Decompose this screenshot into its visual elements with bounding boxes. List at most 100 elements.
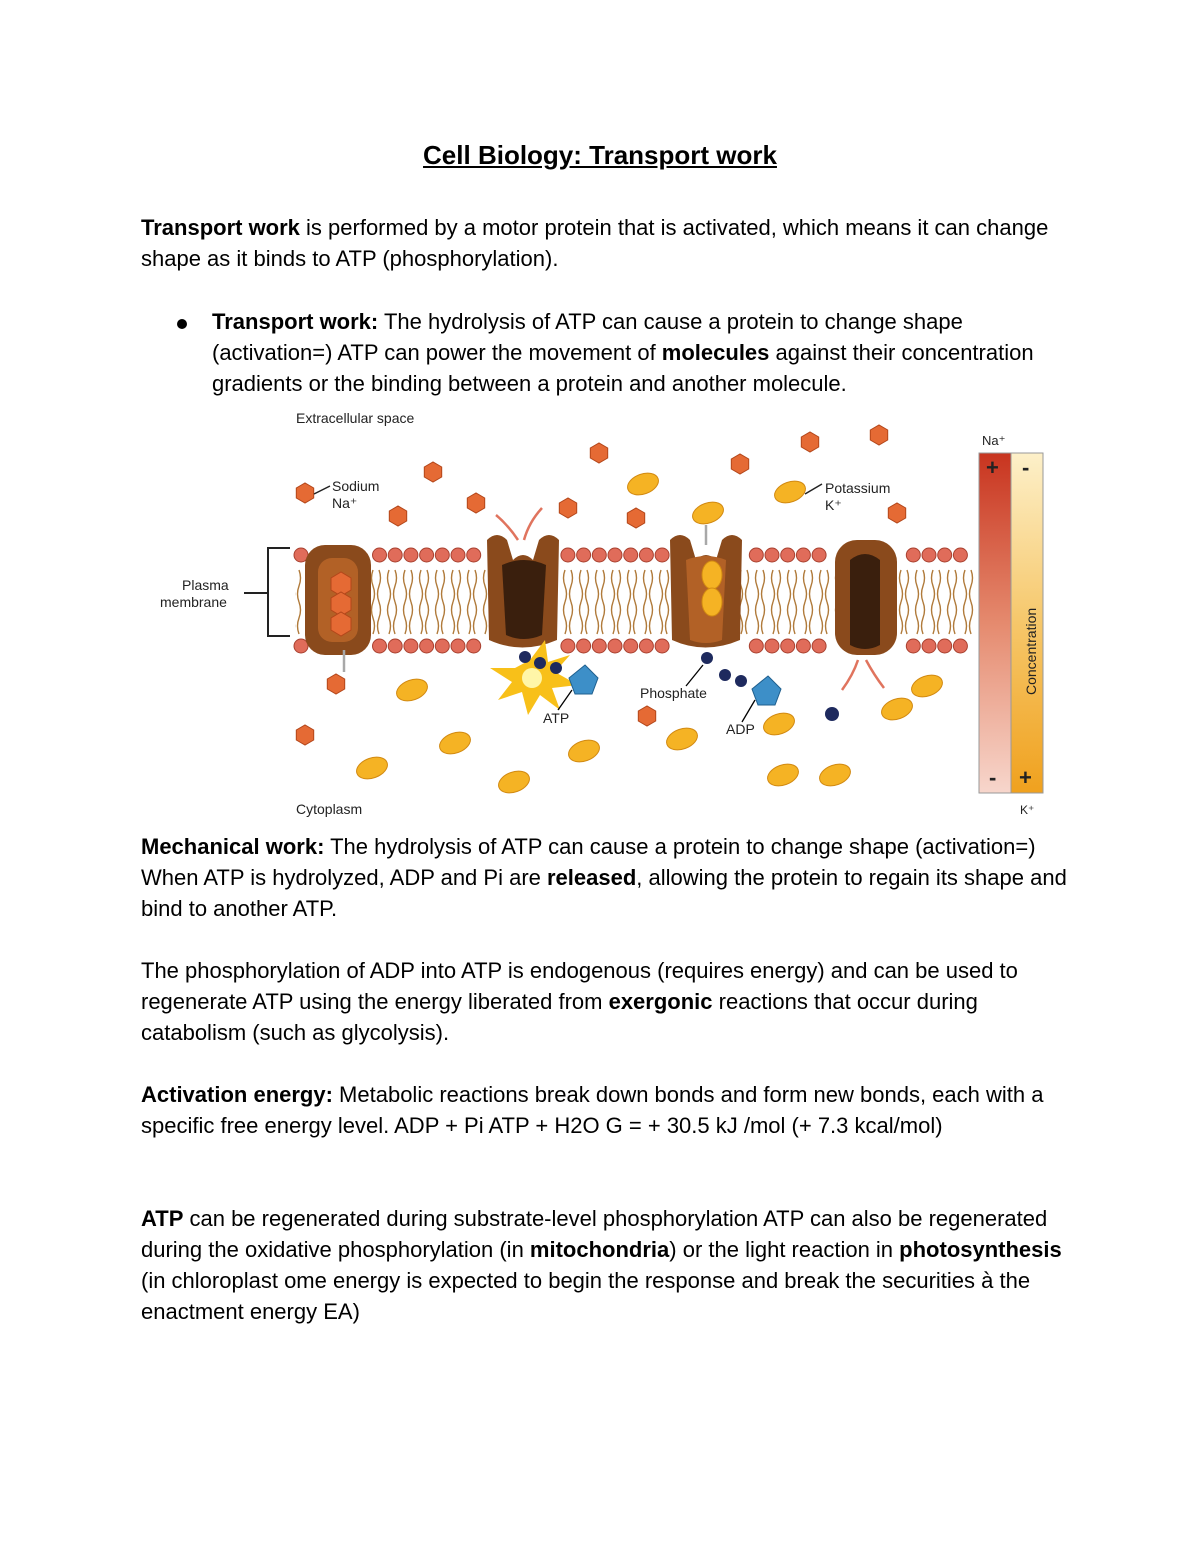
potassium-ion-icon: [819, 763, 851, 787]
bullet-dot-icon: [177, 319, 187, 329]
lipid-head: [419, 638, 435, 654]
pump-diagram: Extracellular space Sodium Na⁺ Potassium…: [160, 410, 1044, 817]
potassium-ion-icon: [774, 480, 806, 504]
k-plus-sign: +: [1019, 765, 1032, 790]
potassium-ion-icon: [692, 501, 724, 525]
mechanical-bold-word: released: [547, 865, 637, 890]
mechanical-paragraph: Mechanical work: The hydrolysis of ATP c…: [141, 831, 1071, 924]
sodium-ion-icon: [423, 461, 443, 483]
lipid-head: [387, 547, 403, 563]
lipid-head: [638, 547, 654, 563]
concentration-label: Concentration: [1023, 608, 1039, 695]
phosphorylation-paragraph: The phosphorylation of ADP into ATP is e…: [141, 955, 1071, 1048]
lipid-head: [419, 547, 435, 563]
mechanical-text-b: , allowing the protein to regain its sha…: [141, 865, 1067, 921]
potassium-ion-icon: [627, 472, 659, 496]
lipid-head: [654, 547, 670, 563]
lipid-head: [450, 547, 466, 563]
pump-protein-2: [487, 535, 559, 648]
sodium-ion-icon: [637, 705, 657, 727]
lipid-head: [764, 547, 780, 563]
potassium-ion-icon: [881, 697, 913, 721]
lipid-head: [952, 638, 968, 654]
membrane-label: membrane: [160, 594, 227, 610]
potassium-ion-icon: [439, 731, 471, 755]
potassium-ion-icon: [767, 763, 799, 787]
sodium-ion-icon: [887, 502, 907, 524]
pump-protein-4: [835, 540, 897, 655]
lipid-head: [607, 547, 623, 563]
sodium-ion-icon: [589, 442, 609, 464]
lipid-head: [466, 638, 482, 654]
lipid-head: [591, 638, 607, 654]
membrane-bracket: [244, 547, 290, 637]
potassium-ion-icon: [356, 756, 388, 780]
lipid-head: [560, 547, 576, 563]
gradient-bottom-label: K⁺: [1020, 803, 1034, 817]
lipid-head: [450, 638, 466, 654]
atp-regeneration-paragraph: ATP can be regenerated during substrate-…: [141, 1203, 1071, 1327]
atp-burst-icon: [490, 640, 578, 715]
lipid-head: [403, 547, 419, 563]
atp-label: ATP: [543, 710, 569, 726]
potassium-ion-icon: [498, 770, 530, 794]
mechanical-label: Mechanical work:: [141, 834, 325, 859]
lipid-head: [811, 638, 827, 654]
lipid-head: [780, 638, 796, 654]
sodium-ion-icon: [626, 507, 646, 529]
phosphate-label: Phosphate: [640, 685, 707, 701]
activation-text: Metabolic reactions break down bonds and…: [141, 1082, 1044, 1138]
ion-flow-arrows: [495, 507, 885, 691]
potassium-ion-icon: [911, 674, 943, 698]
activation-label: Activation energy:: [141, 1082, 333, 1107]
activation-paragraph: Activation energy: Metabolic reactions b…: [141, 1079, 1071, 1141]
transport-bullet: Transport work: The hydrolysis of ATP ca…: [212, 306, 1072, 399]
lipid-head: [795, 547, 811, 563]
lipid-head: [403, 638, 419, 654]
sodium-ion-icon: [295, 724, 315, 746]
potassium-ion-icon: [396, 678, 428, 702]
sodium-ion-icon: [558, 497, 578, 519]
lipid-head: [748, 638, 764, 654]
potassium-ion-icon: [763, 712, 795, 736]
atp-regen-bold-c: photosynthesis: [899, 1237, 1062, 1262]
adp-molecule-icon: [685, 652, 782, 723]
pump-protein-1: [305, 545, 371, 655]
atp-regen-text-a: can be regenerated during substrate-leve…: [141, 1206, 1048, 1262]
lipid-head: [795, 638, 811, 654]
pump-protein-3: [670, 535, 742, 648]
sodium-ion-icon: [800, 431, 820, 453]
released-phosphate-icon: [825, 707, 839, 721]
intro-paragraph: Transport work is performed by a motor p…: [141, 212, 1071, 274]
na-plus-sign: +: [986, 455, 999, 480]
sodium-potassium-pump-figure: Extracellular space Sodium Na⁺ Potassium…: [150, 400, 1060, 825]
potassium-ion-icon: [666, 727, 698, 751]
cytoplasm-label: Cytoplasm: [296, 801, 362, 817]
lipid-head: [372, 638, 387, 654]
lipid-head: [623, 547, 639, 563]
lipid-head: [921, 547, 937, 563]
lipid-head: [905, 547, 921, 563]
atp-molecule-icon: [519, 651, 599, 711]
lipid-head: [576, 547, 592, 563]
label-leaders: [313, 483, 823, 495]
lipid-head: [780, 547, 796, 563]
lipid-head: [654, 638, 670, 654]
lipid-head: [576, 638, 592, 654]
lipid-head: [466, 547, 482, 563]
atp-regen-text-c: (in chloroplast ome energy is expected t…: [141, 1268, 1031, 1324]
lipid-head: [937, 547, 953, 563]
lipid-head: [560, 638, 576, 654]
sodium-ion-icon: [869, 424, 889, 446]
lipid-head: [293, 638, 309, 654]
uptake-arrows: [342, 525, 708, 672]
sodium-ion-icon: [326, 673, 346, 695]
na-minus-sign: -: [989, 765, 996, 790]
potassium-ion-icon: [568, 739, 600, 763]
lipid-head: [387, 638, 403, 654]
sodium-ion-icon: [730, 453, 750, 475]
lipid-head: [434, 638, 450, 654]
potassium-label: Potassium: [825, 480, 890, 496]
sodium-ion-icon: [466, 492, 486, 514]
lipid-head: [937, 638, 953, 654]
